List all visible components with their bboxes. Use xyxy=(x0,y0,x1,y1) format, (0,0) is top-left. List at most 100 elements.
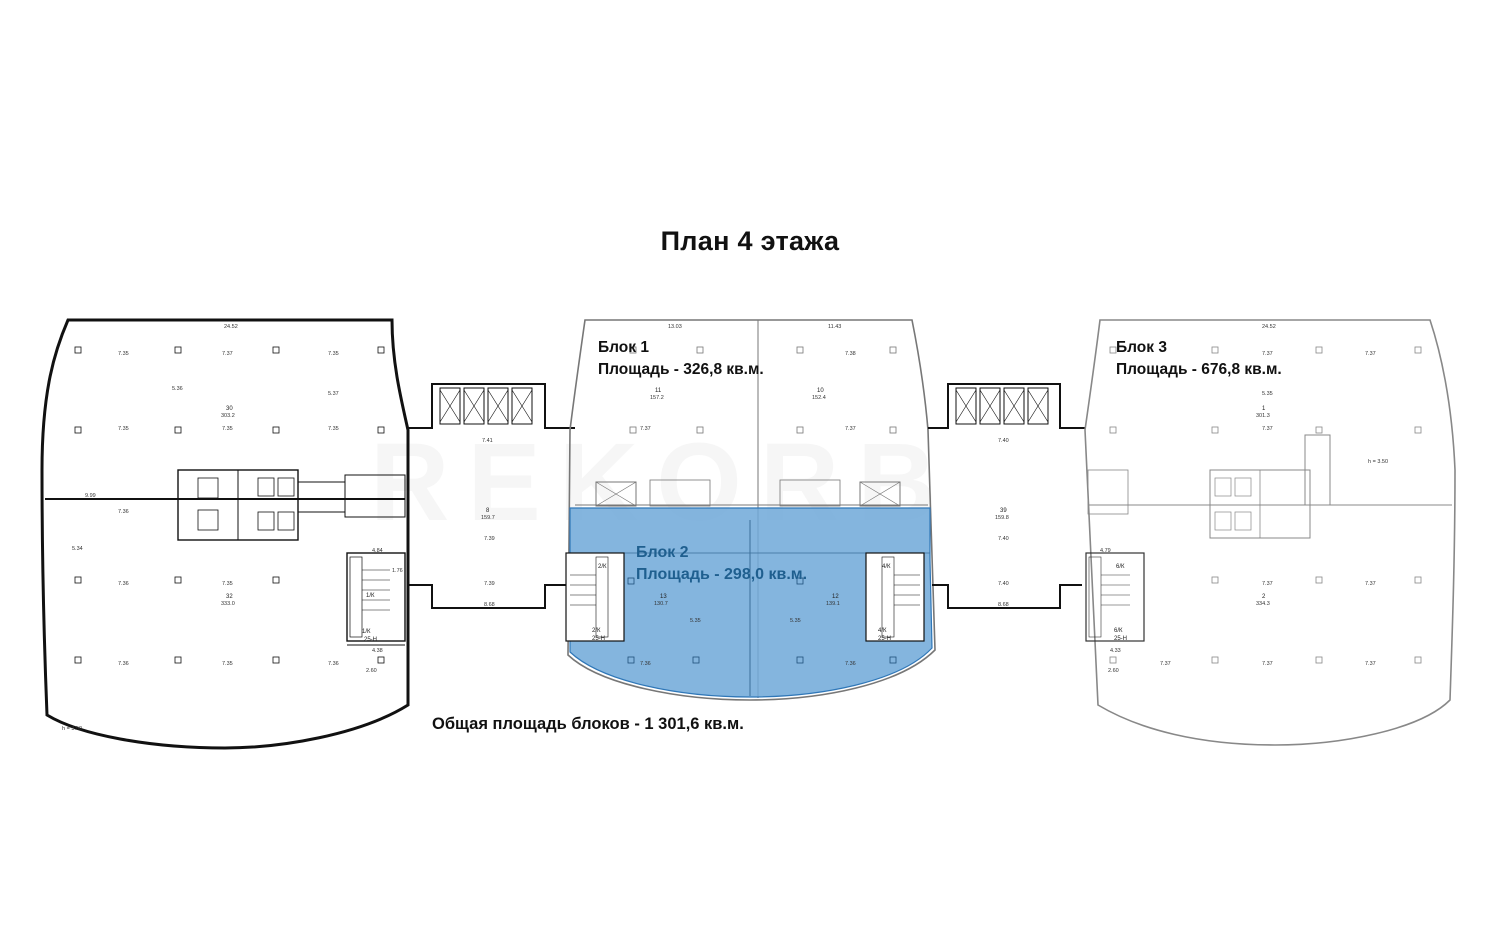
svg-text:7.37: 7.37 xyxy=(1365,351,1376,357)
svg-text:7.36: 7.36 xyxy=(118,509,129,515)
svg-text:7.37: 7.37 xyxy=(1262,351,1273,357)
left-connector xyxy=(408,383,575,609)
svg-text:39: 39 xyxy=(1000,508,1007,514)
svg-text:7.35: 7.35 xyxy=(328,426,339,432)
svg-text:4/К: 4/К xyxy=(878,628,887,634)
block-2-area: Площадь - 298,0 кв.м. xyxy=(636,566,808,583)
svg-text:333.0: 333.0 xyxy=(221,601,235,607)
right-connector-labels: 7.40 7.40 7.40 8.68 39 159.8 xyxy=(995,438,1009,608)
svg-text:10: 10 xyxy=(817,388,824,394)
svg-text:4.33: 4.33 xyxy=(1110,648,1121,654)
block-2-area xyxy=(569,507,933,698)
svg-text:4.84: 4.84 xyxy=(372,548,383,554)
svg-text:7.35: 7.35 xyxy=(118,426,129,432)
svg-text:303.2: 303.2 xyxy=(221,413,235,419)
svg-text:25-Н: 25-Н xyxy=(364,637,377,643)
svg-text:8: 8 xyxy=(486,508,490,514)
svg-text:24.52: 24.52 xyxy=(224,324,238,330)
center-wing-labels: 13.03 11.43 7.38 7.37 7.37 11 157.2 10 1… xyxy=(592,324,891,667)
svg-text:2: 2 xyxy=(1262,594,1266,600)
left-connector-labels: 7.41 7.39 7.39 8.68 8 159.7 xyxy=(481,438,495,608)
block-2-name: Блок 2 xyxy=(636,544,689,561)
svg-text:25-Н: 25-Н xyxy=(1114,636,1127,642)
svg-text:139.1: 139.1 xyxy=(826,601,840,607)
block-1-name: Блок 1 xyxy=(598,339,649,356)
svg-text:1/К: 1/К xyxy=(362,629,371,635)
svg-text:7.37: 7.37 xyxy=(1262,426,1273,432)
block-1-label: Блок 1 Площадь - 326,8 кв.м. xyxy=(598,337,764,381)
block-1-area: Площадь - 326,8 кв.м. xyxy=(598,361,764,378)
svg-text:11: 11 xyxy=(655,388,662,394)
left-stair xyxy=(346,552,406,642)
svg-text:1.76: 1.76 xyxy=(392,568,403,574)
svg-text:7.35: 7.35 xyxy=(118,351,129,357)
svg-text:7.39: 7.39 xyxy=(484,581,495,587)
svg-text:2.60: 2.60 xyxy=(366,668,377,674)
svg-text:130.7: 130.7 xyxy=(654,601,668,607)
svg-text:7.35: 7.35 xyxy=(222,581,233,587)
svg-text:2/К: 2/К xyxy=(592,628,601,634)
block-2-highlight xyxy=(565,507,933,698)
total-area-label: Общая площадь блоков - 1 301,6 кв.м. xyxy=(432,715,744,733)
svg-text:7.40: 7.40 xyxy=(998,581,1009,587)
svg-text:25-Н: 25-Н xyxy=(878,636,891,642)
svg-text:7.37: 7.37 xyxy=(1365,581,1376,587)
svg-text:7.37: 7.37 xyxy=(845,426,856,432)
svg-text:5.34: 5.34 xyxy=(72,546,83,552)
svg-text:1/К: 1/К xyxy=(366,593,375,599)
left-wing xyxy=(40,318,410,750)
svg-text:5.35: 5.35 xyxy=(1262,391,1273,397)
svg-text:157.2: 157.2 xyxy=(650,395,664,401)
svg-text:7.40: 7.40 xyxy=(998,536,1009,542)
svg-text:5.36: 5.36 xyxy=(172,386,183,392)
svg-text:13: 13 xyxy=(660,594,667,600)
svg-text:7.36: 7.36 xyxy=(845,661,856,667)
right-wing-labels: 24.52 7.37 7.37 7.37 7.37 7.37 7.37 7.37… xyxy=(1100,324,1388,674)
center-wing-outline xyxy=(567,319,936,701)
svg-text:5.35: 5.35 xyxy=(690,618,701,624)
svg-text:9.99: 9.99 xyxy=(85,493,96,499)
svg-text:7.35: 7.35 xyxy=(222,426,233,432)
svg-text:6/К: 6/К xyxy=(1114,628,1123,634)
svg-text:7.37: 7.37 xyxy=(1365,661,1376,667)
svg-text:334.3: 334.3 xyxy=(1256,601,1270,607)
svg-text:7.36: 7.36 xyxy=(118,661,129,667)
svg-text:6/К: 6/К xyxy=(1116,564,1125,570)
svg-text:13.03: 13.03 xyxy=(668,324,682,330)
svg-text:7.37: 7.37 xyxy=(1160,661,1171,667)
svg-text:2/К: 2/К xyxy=(598,564,607,570)
svg-text:7.37: 7.37 xyxy=(640,426,651,432)
svg-text:7.37: 7.37 xyxy=(222,351,233,357)
svg-text:h = 3.50: h = 3.50 xyxy=(62,726,82,732)
svg-text:7.36: 7.36 xyxy=(640,661,651,667)
svg-text:24.52: 24.52 xyxy=(1262,324,1276,330)
left-wing-outline xyxy=(40,318,410,750)
svg-text:25-Н: 25-Н xyxy=(592,636,605,642)
svg-text:5.37: 5.37 xyxy=(328,391,339,397)
svg-text:159.7: 159.7 xyxy=(481,515,495,521)
svg-text:7.37: 7.37 xyxy=(1262,661,1273,667)
svg-text:8.68: 8.68 xyxy=(484,602,495,608)
svg-text:1: 1 xyxy=(1262,406,1266,412)
svg-text:30: 30 xyxy=(226,406,233,412)
center-right-stair xyxy=(865,552,925,642)
right-wing xyxy=(1084,319,1456,746)
svg-text:159.8: 159.8 xyxy=(995,515,1009,521)
svg-text:8.68: 8.68 xyxy=(998,602,1009,608)
svg-text:5.35: 5.35 xyxy=(790,618,801,624)
svg-text:7.38: 7.38 xyxy=(845,351,856,357)
svg-text:7.39: 7.39 xyxy=(484,536,495,542)
svg-text:h = 3.50: h = 3.50 xyxy=(1368,459,1388,465)
svg-text:7.36: 7.36 xyxy=(118,581,129,587)
block-3-name: Блок 3 xyxy=(1116,339,1167,356)
svg-text:7.37: 7.37 xyxy=(1262,581,1273,587)
block-2-label: Блок 2 Площадь - 298,0 кв.м. xyxy=(636,542,807,586)
left-wing-labels: 24.52 7.35 7.37 7.35 7.35 7.35 7.35 9.99… xyxy=(62,324,403,732)
block-3-label: Блок 3 Площадь - 676,8 кв.м. xyxy=(1116,337,1282,381)
right-stair xyxy=(1085,552,1145,642)
svg-text:4.79: 4.79 xyxy=(1100,548,1111,554)
svg-text:7.35: 7.35 xyxy=(328,351,339,357)
block-3-area: Площадь - 676,8 кв.м. xyxy=(1116,361,1282,378)
svg-text:7.36: 7.36 xyxy=(328,661,339,667)
